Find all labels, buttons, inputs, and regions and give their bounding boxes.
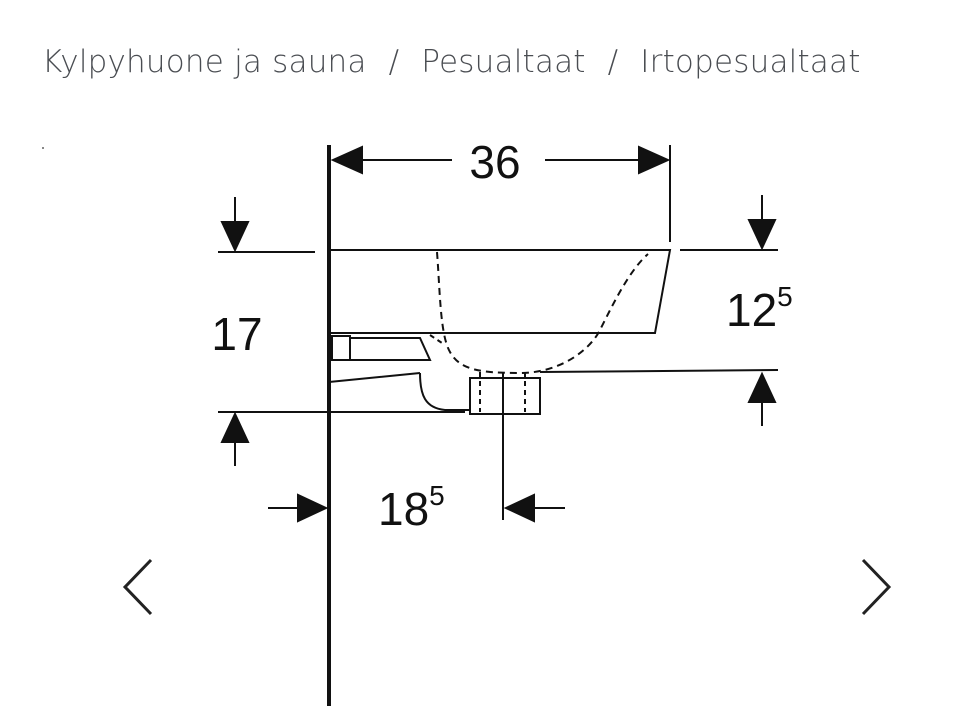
arrow-left-icon bbox=[503, 493, 535, 523]
arrow-left-icon bbox=[330, 145, 363, 175]
chevron-left-icon bbox=[122, 558, 153, 616]
bowl-hidden-line bbox=[436, 251, 649, 375]
arrow-down-icon bbox=[747, 219, 777, 251]
arrow-up-icon bbox=[747, 371, 777, 403]
breadcrumb-item-irtopesualtaat[interactable]: Irtopesualtaat bbox=[640, 44, 861, 80]
dimension-drain-offset: 185 bbox=[378, 480, 445, 535]
breadcrumb-separator: / bbox=[607, 44, 619, 80]
previous-image-button[interactable] bbox=[113, 552, 163, 622]
breadcrumb-item-kylpyhuone[interactable]: Kylpyhuone ja sauna bbox=[42, 44, 367, 80]
decorative-dot bbox=[42, 147, 44, 149]
arrow-up-icon bbox=[220, 411, 250, 443]
dimension-width: 36 bbox=[469, 136, 520, 188]
basin-outline bbox=[329, 249, 672, 334]
arrow-right-icon bbox=[638, 145, 671, 175]
arrow-right-icon bbox=[297, 493, 329, 523]
dimension-height: 17 bbox=[211, 308, 262, 360]
breadcrumb-item-pesualtaat[interactable]: Pesualtaat bbox=[421, 44, 586, 80]
chevron-right-icon bbox=[861, 558, 892, 616]
breadcrumb: Kylpyhuone ja sauna / Pesualtaat / Irtopesua… bbox=[42, 44, 861, 80]
dimension-depth: 125 bbox=[726, 281, 793, 336]
next-image-button[interactable] bbox=[851, 552, 901, 622]
arrow-down-icon bbox=[220, 221, 250, 253]
breadcrumb-separator: / bbox=[388, 44, 400, 80]
